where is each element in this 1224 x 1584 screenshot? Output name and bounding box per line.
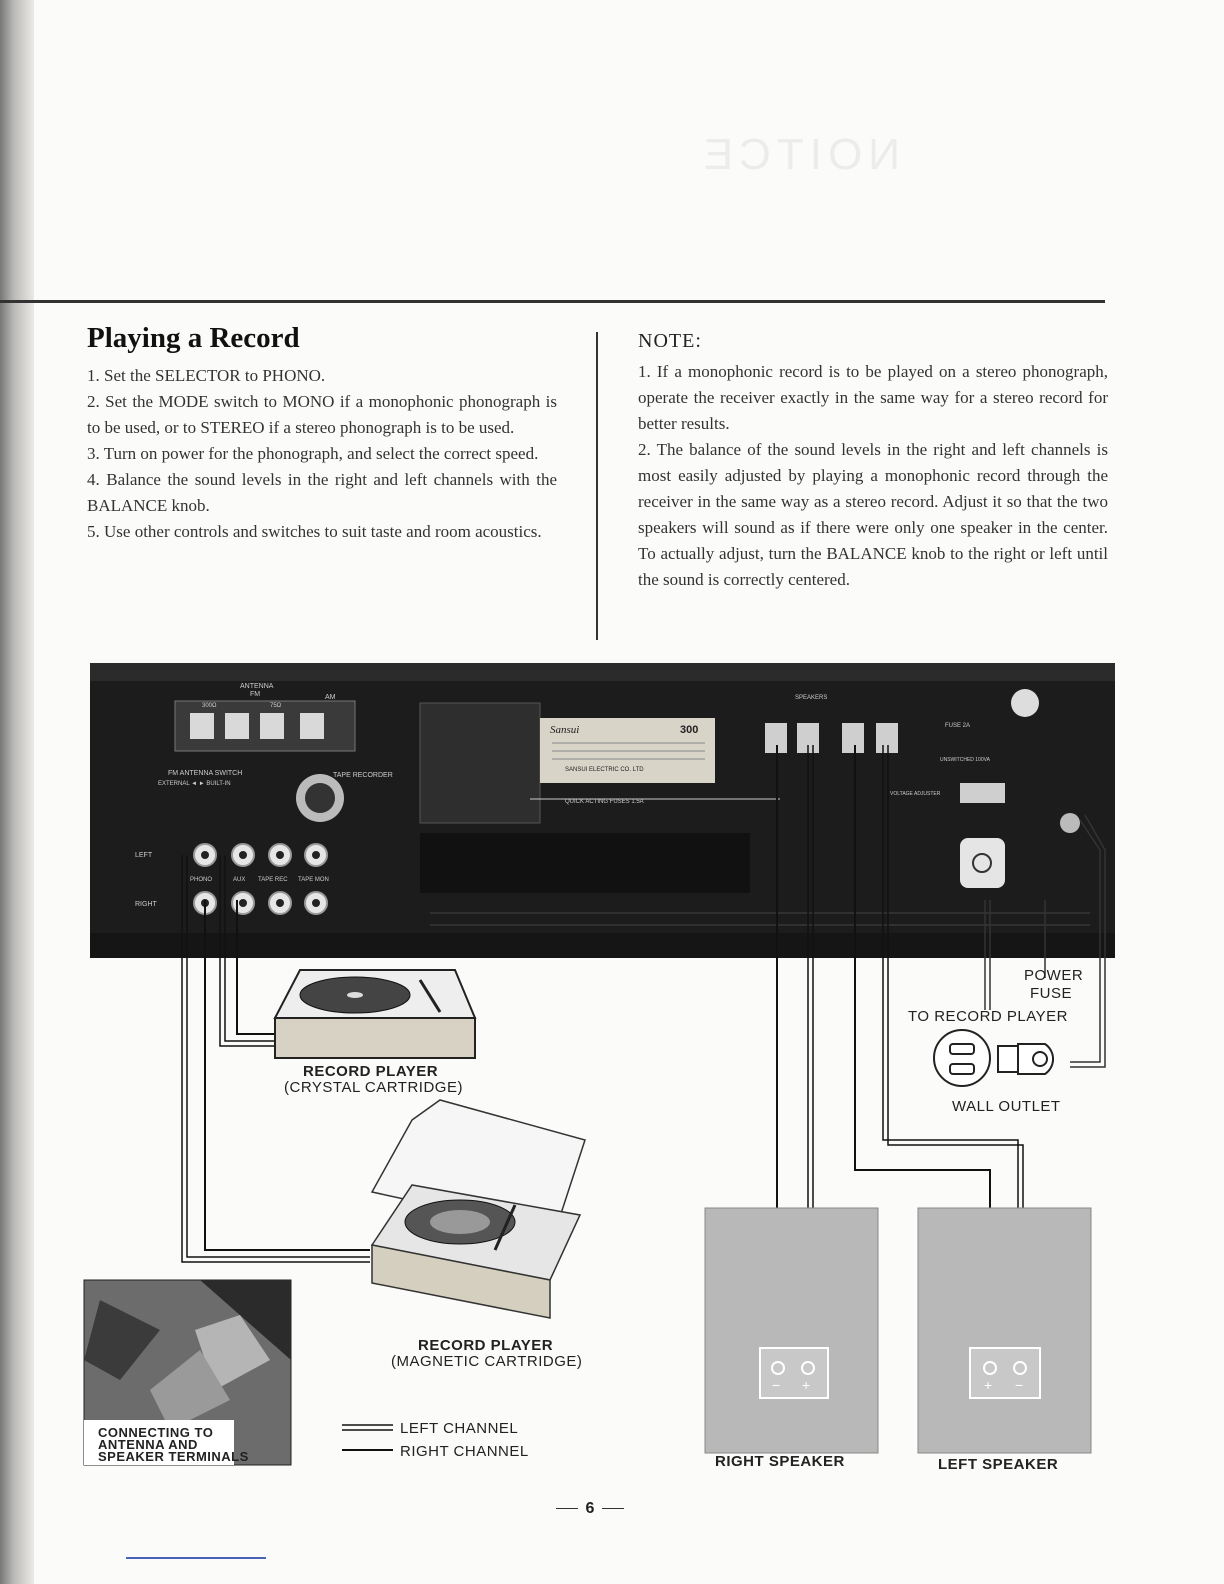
legend-lines bbox=[342, 1424, 393, 1451]
note-section: NOTE: 1. If a monophonic record is to be… bbox=[638, 330, 1108, 593]
phono-label: PHONO bbox=[190, 877, 212, 883]
right-speaker-label: RIGHT SPEAKER bbox=[715, 1453, 845, 1470]
tape-mon-label: TAPE MON bbox=[298, 877, 329, 883]
power-fuse-label-1: POWER bbox=[1024, 967, 1084, 984]
ohm300-label: 300Ω bbox=[202, 703, 217, 709]
note-1: 1. If a monophonic record is to be playe… bbox=[638, 362, 1108, 433]
unswitched-label: UNSWITCHED 100VA bbox=[940, 757, 991, 763]
page-gutter-shadow bbox=[0, 0, 34, 1584]
connecting-label-2: ANTENNA AND bbox=[98, 1437, 198, 1452]
tape-recorder-label: TAPE RECORDER bbox=[333, 772, 393, 779]
right-jack-label: RIGHT bbox=[135, 901, 158, 908]
step-2: 2. Set the MODE switch to MONO if a mono… bbox=[87, 392, 557, 437]
header-rule bbox=[0, 300, 1105, 303]
left-speaker-label: LEFT SPEAKER bbox=[938, 1456, 1059, 1473]
model-label: 300 bbox=[680, 724, 698, 736]
svg-text:+: + bbox=[802, 1377, 810, 1393]
svg-text:+: + bbox=[984, 1377, 992, 1393]
external-builtin-label: EXTERNAL ◄ ► BUILT-IN bbox=[158, 781, 231, 787]
step-5: 5. Use other controls and switches to su… bbox=[87, 522, 542, 541]
legend-right-channel: RIGHT CHANNEL bbox=[400, 1443, 529, 1460]
left-jack-label: LEFT bbox=[135, 852, 153, 859]
fuse-label: FUSE 2A bbox=[945, 723, 970, 729]
right-speaker-box: − + bbox=[704, 1207, 879, 1454]
playing-record-section: Playing a Record 1. Set the SELECTOR to … bbox=[87, 322, 557, 545]
rp-magnetic-label-2: (MAGNETIC CARTRIDGE) bbox=[391, 1353, 583, 1370]
connecting-label-3: SPEAKER TERMINALS bbox=[98, 1449, 249, 1464]
tape-rec-label: TAPE REC bbox=[258, 877, 288, 883]
note-2: 2. The balance of the sound levels in th… bbox=[638, 440, 1108, 589]
rp-crystal-label-1: RECORD PLAYER bbox=[303, 1063, 439, 1080]
fm-label: FM bbox=[250, 691, 260, 698]
aux-label: AUX bbox=[233, 877, 245, 883]
magnetic-record-player bbox=[370, 1099, 586, 1319]
connecting-label-1: CONNECTING TO bbox=[98, 1425, 214, 1440]
maker-label: SANSUI ELECTRIC CO. LTD bbox=[565, 767, 644, 773]
crystal-record-player bbox=[273, 969, 477, 1059]
am-label: AM bbox=[325, 694, 336, 701]
note-title: NOTE: bbox=[638, 330, 702, 352]
page-number: 6 bbox=[540, 1500, 640, 1518]
brand-label: Sansui bbox=[550, 724, 579, 736]
step-3: 3. Turn on power for the phonograph, and… bbox=[87, 444, 539, 463]
fm-antenna-switch-label: FM ANTENNA SWITCH bbox=[168, 770, 242, 777]
svg-text:−: − bbox=[772, 1377, 780, 1393]
to-record-player-label: TO RECORD PLAYER bbox=[908, 1008, 1068, 1025]
terminal-inset-photo bbox=[83, 1279, 292, 1466]
section-title: Playing a Record bbox=[87, 322, 300, 354]
left-speaker-box: + − bbox=[917, 1207, 1092, 1454]
svg-text:−: − bbox=[1015, 1377, 1023, 1393]
step-4: 4. Balance the sound levels in the right… bbox=[87, 470, 557, 515]
footer-mark bbox=[126, 1557, 266, 1559]
step-1: 1. Set the SELECTOR to PHONO. bbox=[87, 366, 326, 385]
ohm75-label: 75Ω bbox=[270, 703, 282, 709]
legend-left-channel: LEFT CHANNEL bbox=[400, 1420, 519, 1437]
rp-magnetic-label-1: RECORD PLAYER bbox=[418, 1337, 554, 1354]
voltage-adjuster-label: VOLTAGE ADJUSTER bbox=[890, 791, 941, 797]
receiver-rear-panel-photo: ANTENNA FM AM 300Ω 75Ω FM ANTENNA SWITCH… bbox=[90, 663, 1115, 958]
power-fuse-label-2: FUSE bbox=[1030, 985, 1073, 1002]
antenna-label: ANTENNA bbox=[240, 683, 274, 690]
speakers-label: SPEAKERS bbox=[795, 695, 827, 701]
column-divider bbox=[596, 332, 598, 640]
quick-fuses-label: QUICK ACTING FUSES 1.5A bbox=[565, 799, 644, 805]
rp-crystal-label-2: (CRYSTAL CARTRIDGE) bbox=[284, 1079, 463, 1096]
wall-outlet-label: WALL OUTLET bbox=[952, 1098, 1061, 1115]
